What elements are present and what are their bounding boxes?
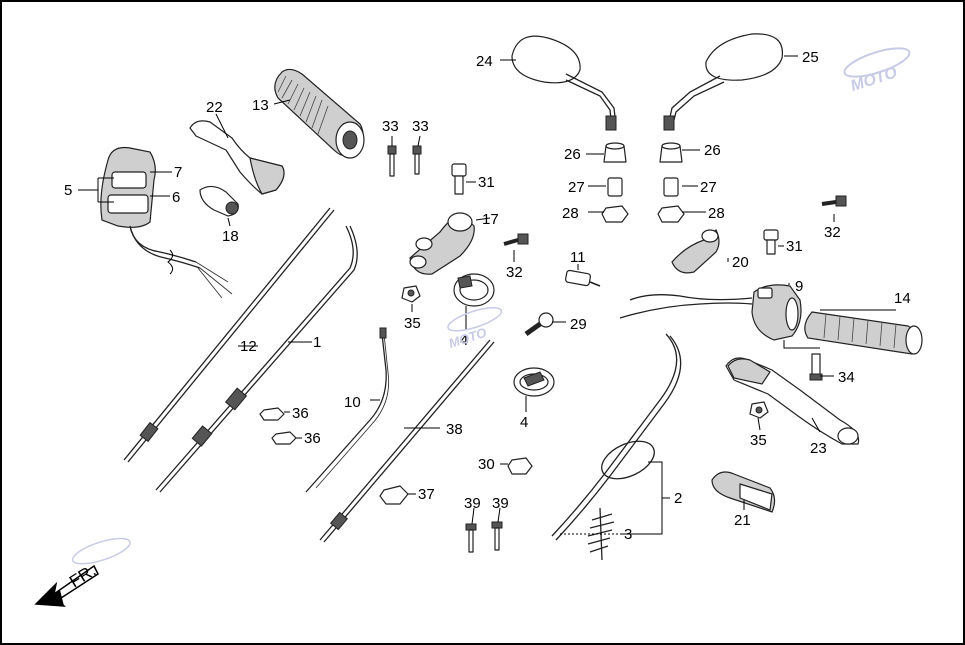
band-4-lower: [513, 367, 555, 397]
callout-32-middle: 32: [506, 264, 523, 281]
front-direction-indicator: FR.: [34, 561, 99, 607]
callout-31-right: 31: [786, 238, 803, 255]
callout-1: 1: [313, 334, 321, 351]
bolt-29: [524, 312, 554, 337]
nut-36-lower: [271, 431, 297, 445]
callout-18: 18: [222, 228, 239, 245]
callout-4-lower: 4: [520, 414, 528, 431]
callout-22: 22: [206, 99, 223, 116]
lever-cover: [199, 185, 239, 217]
callout-17: 17: [482, 211, 499, 228]
callout-4-upper: 4: [460, 332, 468, 349]
switch-11: [565, 269, 601, 287]
cable-2: [551, 333, 682, 541]
mirror-adapter-right: [657, 142, 685, 223]
leader-lines: [78, 55, 896, 535]
throttle-grip: [274, 68, 365, 159]
cable-12: [123, 207, 335, 463]
callout-14: 14: [894, 290, 911, 307]
callout-3: 3: [624, 526, 632, 543]
callout-10: 10: [344, 394, 361, 411]
bolt-32-middle: [503, 233, 529, 246]
callout-38: 38: [446, 421, 463, 438]
callout-9: 9: [795, 278, 803, 295]
watermark-text-1: MOTO: [849, 64, 900, 95]
callout-27-left: 27: [568, 179, 585, 196]
callout-21: 21: [734, 512, 751, 529]
callout-37: 37: [418, 486, 435, 503]
screw-39-pair: [465, 521, 503, 553]
callout-27-right: 27: [700, 179, 717, 196]
callout-29: 29: [570, 316, 587, 333]
callout-31-left: 31: [478, 174, 495, 191]
bolt-31-right: [763, 229, 779, 255]
callout-26-left: 26: [564, 146, 581, 163]
cable-1: [155, 225, 358, 493]
callout-33-right: 33: [412, 118, 429, 135]
cable-38: [319, 339, 495, 543]
callout-23: 23: [810, 440, 827, 457]
nut-30: [507, 457, 533, 475]
callout-39-left: 39: [464, 495, 481, 512]
lever-cover-right: [711, 471, 776, 513]
nut-35-right: [749, 401, 769, 419]
callout-13: 13: [252, 97, 269, 114]
callout-30: 30: [478, 456, 495, 473]
callout-35-right: 35: [750, 432, 767, 449]
callout-7: 7: [174, 164, 182, 181]
watermark-top-right: MOTO: [843, 47, 911, 95]
callout-39-right: 39: [492, 495, 509, 512]
callout-24: 24: [476, 53, 493, 70]
callout-35-left: 35: [404, 315, 421, 332]
bolt-32-right: [821, 195, 847, 207]
callout-32-right: 32: [824, 224, 841, 241]
mirror-adapter-left: [601, 142, 629, 223]
cable-10: [305, 327, 390, 493]
band-4-upper: [453, 273, 495, 307]
right-lever: [725, 357, 860, 445]
mirror-right: [663, 33, 784, 131]
callout-6: 6: [172, 189, 180, 206]
callout-12: 12: [240, 338, 257, 355]
callout-33-left: 33: [382, 118, 399, 135]
clutch-clamp: [409, 212, 475, 275]
callout-20: 20: [732, 254, 749, 271]
left-lever: [189, 120, 285, 195]
front-arrow-head-icon: [36, 584, 64, 606]
nut-37: [379, 485, 409, 505]
brake-clamp: [671, 229, 720, 274]
left-switch-assembly: [100, 146, 233, 299]
right-switch-assembly: [619, 284, 802, 341]
watermark-bottom-left: [71, 537, 131, 565]
callout-25: 25: [802, 49, 819, 66]
mirror-left: [511, 35, 617, 131]
bolt-33-pair: [387, 145, 422, 177]
callout-28-left: 28: [562, 205, 579, 222]
callout-2: 2: [674, 490, 682, 507]
watermark-middle: MOTO: [447, 306, 503, 351]
callout-28-right: 28: [708, 205, 725, 222]
callout-5: 5: [64, 182, 72, 199]
callout-36-lower: 36: [304, 430, 321, 447]
right-grip: [804, 311, 923, 355]
bolt-34: [809, 353, 823, 381]
callout-34: 34: [838, 369, 855, 386]
callout-26-right: 26: [704, 142, 721, 159]
callout-36-upper: 36: [292, 405, 309, 422]
callout-labels: 1 2 3 4 4 5 6 7 9 10 11 12 13 14 17 18 2…: [64, 49, 911, 543]
bolt-31-left: [451, 163, 467, 195]
callout-11: 11: [570, 249, 586, 266]
nut-35-left: [401, 285, 421, 303]
nut-36-upper: [259, 407, 285, 421]
